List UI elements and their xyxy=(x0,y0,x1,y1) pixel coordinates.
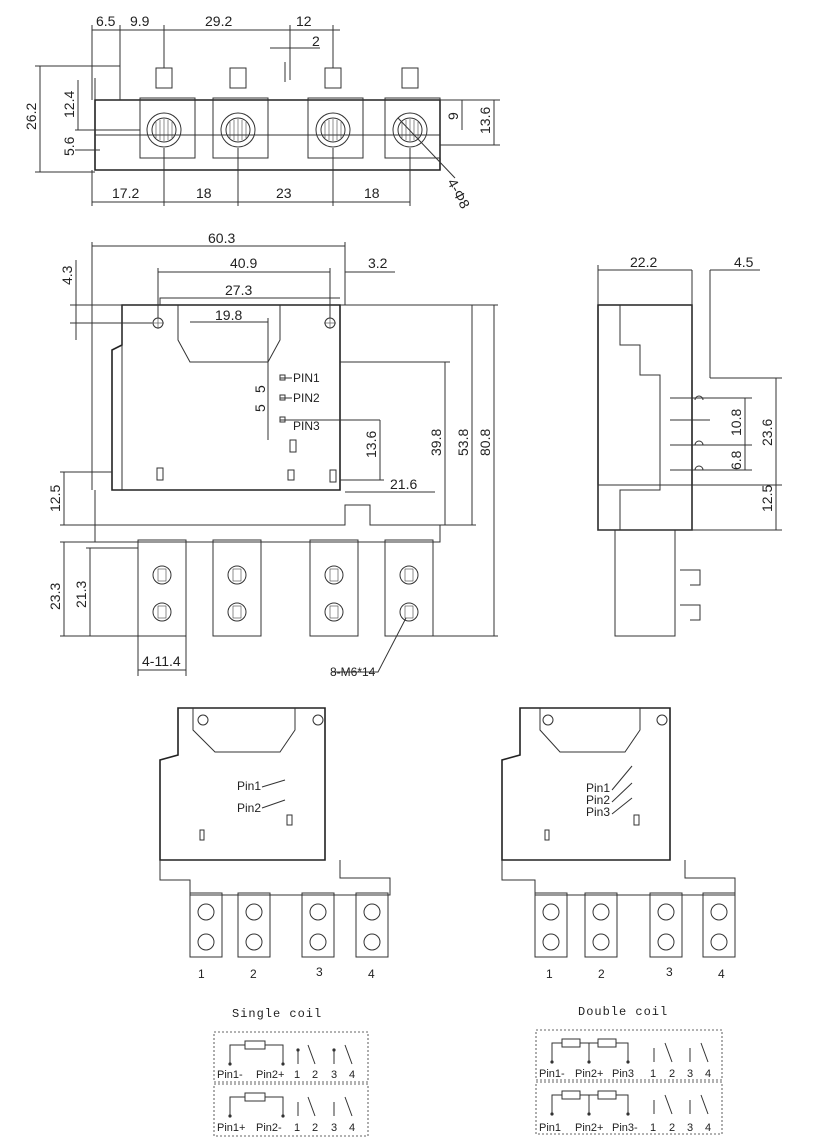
dim-40-9: 40.9 xyxy=(230,255,257,271)
screw-callout: 8-M6*14 xyxy=(330,665,376,679)
screw-head-4 xyxy=(392,67,428,148)
pin3-label: PIN3 xyxy=(293,419,320,433)
dim-60-3: 60.3 xyxy=(208,230,235,246)
dim-22-2: 22.2 xyxy=(630,254,657,270)
dim-26-2: 26.2 xyxy=(23,103,39,130)
double-r1-t1: 1 xyxy=(650,1068,656,1080)
single-schematic-row1 xyxy=(213,1031,369,1083)
dim-21-3: 21.3 xyxy=(73,581,89,608)
double-r1-pin2: Pin2+ xyxy=(575,1068,603,1080)
dim-4-11-4: 4-11.4 xyxy=(142,653,181,669)
single-r2-pin2: Pin2- xyxy=(256,1122,282,1134)
double-r1-t3: 3 xyxy=(687,1068,693,1080)
single-coil-caption: Single coil xyxy=(232,1007,322,1021)
single-terminal-3: 3 xyxy=(316,965,323,979)
double-r2-pin2: Pin2+ xyxy=(575,1122,603,1134)
single-coil-variant: Pin1 Pin2 1 2 3 4 Single coil Pin1- Pin2… xyxy=(159,707,391,1137)
dim-5-6: 5.6 xyxy=(61,136,77,156)
single-r2-t1: 1 xyxy=(294,1122,300,1134)
hole-callout: 4-Φ8 xyxy=(444,176,473,211)
dim-9-9: 9.9 xyxy=(130,13,150,29)
front-view: 60.3 40.9 3.2 27.3 19.8 4.3 PIN1 PIN2 PI… xyxy=(47,230,498,679)
double-r2-t4: 4 xyxy=(705,1122,711,1134)
dim-18-b: 18 xyxy=(364,185,380,201)
single-terminal-2: 2 xyxy=(250,967,257,981)
single-pin2-label: Pin2 xyxy=(237,801,261,815)
double-r1-t4: 4 xyxy=(705,1068,711,1080)
screw-head-3 xyxy=(315,67,351,148)
single-r1-t3: 3 xyxy=(331,1069,337,1081)
dim-13-6-front: 13.6 xyxy=(363,431,379,458)
single-r2-t2: 2 xyxy=(312,1122,318,1134)
double-r1-pin1: Pin1- xyxy=(539,1068,565,1080)
dim-4-5: 4.5 xyxy=(734,254,754,270)
double-r2-pin3: Pin3- xyxy=(612,1122,638,1134)
dim-6-5: 6.5 xyxy=(96,13,116,29)
pin2-label: PIN2 xyxy=(293,391,320,405)
single-r2-pin1: Pin1+ xyxy=(217,1122,245,1134)
dim-9: 9 xyxy=(445,112,461,120)
side-view-body xyxy=(597,304,693,531)
double-r1-t2: 2 xyxy=(669,1068,675,1080)
double-pin3-label: Pin3 xyxy=(586,805,610,819)
dim-23: 23 xyxy=(276,185,292,201)
dim-pin-spacing-1: 5 xyxy=(252,385,268,393)
dim-12-5-front: 12.5 xyxy=(47,485,63,512)
dim-39-8: 39.8 xyxy=(428,429,444,456)
dim-3-2: 3.2 xyxy=(368,255,388,271)
dim-18-a: 18 xyxy=(196,185,212,201)
double-terminal-2: 2 xyxy=(598,967,605,981)
dim-2: 2 xyxy=(312,33,320,49)
top-view: 6.5 9.9 29.2 12 2 26.2 12.4 5.6 9 13.6 1… xyxy=(23,13,500,211)
double-pin1-label: Pin1 xyxy=(586,781,610,795)
top-view-body xyxy=(94,99,441,171)
dim-27-3: 27.3 xyxy=(225,282,252,298)
double-coil-caption: Double coil xyxy=(578,1005,668,1019)
single-r1-t4: 4 xyxy=(349,1069,355,1081)
double-r2-t1: 1 xyxy=(650,1122,656,1134)
dim-21-6: 21.6 xyxy=(390,476,417,492)
single-r1-t1: 1 xyxy=(294,1069,300,1081)
dim-19-8: 19.8 xyxy=(215,307,242,323)
single-r2-t3: 3 xyxy=(331,1122,337,1134)
dim-17-2: 17.2 xyxy=(112,185,139,201)
dim-13-6: 13.6 xyxy=(477,107,493,134)
single-terminal-1: 1 xyxy=(198,967,205,981)
double-terminal-3: 3 xyxy=(666,965,673,979)
single-terminal-4: 4 xyxy=(368,967,375,981)
dim-4-3: 4.3 xyxy=(59,265,75,285)
dim-12-5-side: 12.5 xyxy=(759,485,775,512)
double-pin2-label: Pin2 xyxy=(586,793,610,807)
dim-53-8: 53.8 xyxy=(455,429,471,456)
single-r1-pin1: Pin1- xyxy=(217,1069,243,1081)
side-view: 22.2 4.5 10.8 23.6 6.8 12.5 xyxy=(597,254,782,637)
single-pin1-label: Pin1 xyxy=(237,779,261,793)
single-r1-pin2: Pin2+ xyxy=(256,1069,284,1081)
dim-pin-spacing-2: 5 xyxy=(252,404,268,412)
double-r2-t3: 3 xyxy=(687,1122,693,1134)
double-coil-variant: Pin1 Pin2 Pin3 1 2 3 4 Double coil Pin1-… xyxy=(501,707,736,1135)
dim-12: 12 xyxy=(296,13,312,29)
dim-80-8: 80.8 xyxy=(477,429,493,456)
dim-29-2: 29.2 xyxy=(205,13,232,29)
single-schematic-row2 xyxy=(213,1083,369,1137)
double-terminal-4: 4 xyxy=(718,967,725,981)
terminal-screws-front xyxy=(152,565,419,622)
double-schematic-row2 xyxy=(535,1081,723,1135)
double-r1-pin3: Pin3 xyxy=(612,1068,634,1080)
screw-head-2 xyxy=(220,67,256,148)
dim-23-3: 23.3 xyxy=(47,583,63,610)
dim-10-8: 10.8 xyxy=(728,409,744,436)
single-r1-t2: 2 xyxy=(312,1069,318,1081)
double-r2-pin1: Pin1 xyxy=(539,1122,561,1134)
double-terminal-1: 1 xyxy=(546,967,553,981)
double-r2-t2: 2 xyxy=(669,1122,675,1134)
dim-6-8: 6.8 xyxy=(728,450,744,470)
dim-23-6: 23.6 xyxy=(759,419,775,446)
double-schematic-row1 xyxy=(535,1029,723,1081)
dim-12-4: 12.4 xyxy=(61,91,77,118)
pin1-label: PIN1 xyxy=(293,371,320,385)
single-r2-t4: 4 xyxy=(349,1122,355,1134)
